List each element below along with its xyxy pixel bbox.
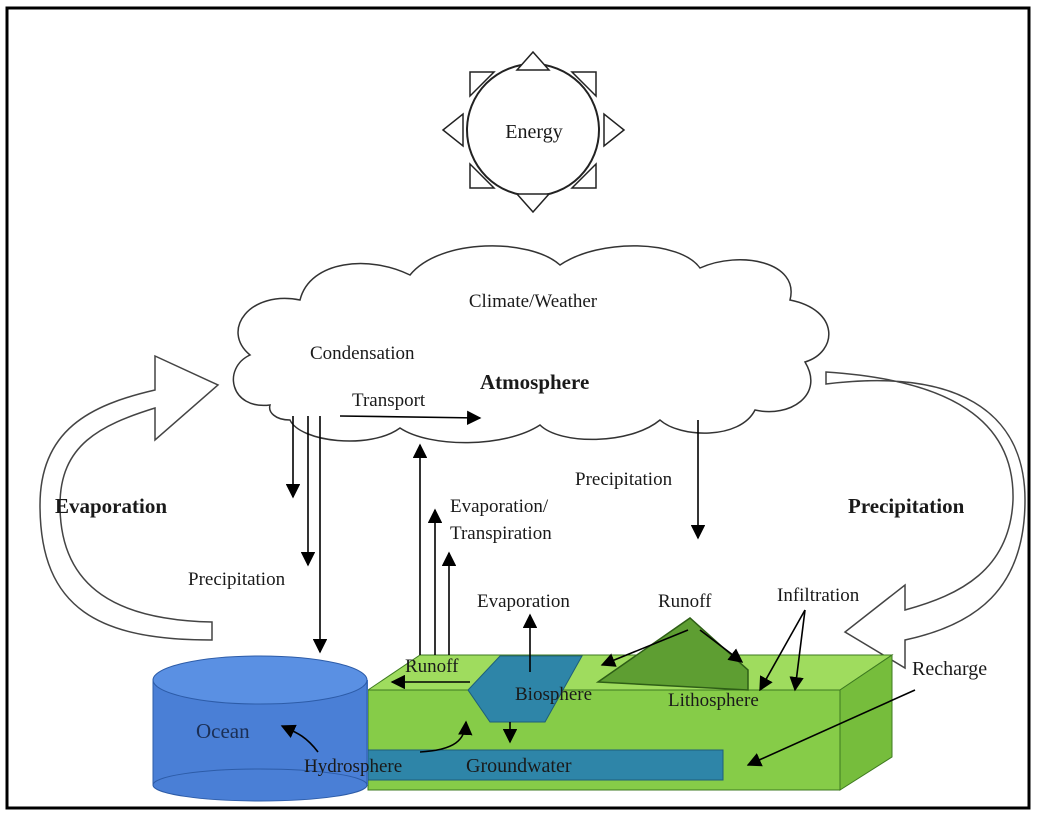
energy-label: Energy (505, 121, 562, 143)
land-side-face (839, 654, 893, 791)
runoff-top-label: Runoff (658, 591, 712, 612)
evaporation-big-arrow (39, 354, 220, 641)
hydrosphere-label: Hydrosphere (304, 756, 402, 777)
frame-border (5, 6, 1031, 810)
transport-label: Transport (352, 390, 426, 411)
evapotrans-label-2: Transpiration (450, 523, 552, 544)
groundwater-band (367, 749, 724, 781)
infiltration-arrow-1 (759, 609, 806, 692)
evapotrans-label-1: Evaporation/ (450, 496, 549, 517)
biosphere-label: Biosphere (515, 684, 592, 705)
infiltration-arrow-2 (789, 609, 806, 692)
precipitation-big-label: Precipitation (848, 494, 965, 518)
runoff-arrow-right (699, 629, 744, 663)
sun-icon (441, 50, 626, 214)
climate-weather-label: Climate/Weather (469, 291, 598, 312)
precipitation-left-label: Precipitation (188, 569, 286, 590)
recharge-arrow (746, 689, 916, 767)
recharge-label: Recharge (912, 658, 987, 680)
transport-arrow (339, 410, 482, 426)
evaporation-big-label: Evaporation (55, 494, 167, 518)
lithosphere-label: Lithosphere (668, 690, 759, 711)
groundwater-label: Groundwater (466, 755, 572, 777)
runoff-left-label: Runoff (405, 656, 459, 677)
atmosphere-label: Atmosphere (480, 370, 589, 394)
condensation-label: Condensation (310, 343, 415, 364)
evaporation-small-label: Evaporation (477, 591, 570, 612)
hydrosphere-arrow-lake (419, 720, 473, 753)
infiltration-label: Infiltration (777, 585, 860, 606)
mountain-shape (595, 617, 749, 691)
precipitation-big-arrow (825, 371, 1026, 670)
lake-shape (467, 655, 583, 723)
ocean-label: Ocean (196, 719, 250, 743)
atmosphere-cloud (232, 245, 830, 444)
ocean-cylinder (152, 655, 368, 802)
runoff-arrow-left (600, 629, 689, 667)
hydrosphere-arrow-ocean (280, 724, 319, 753)
precipitation-center-label: Precipitation (575, 469, 673, 490)
